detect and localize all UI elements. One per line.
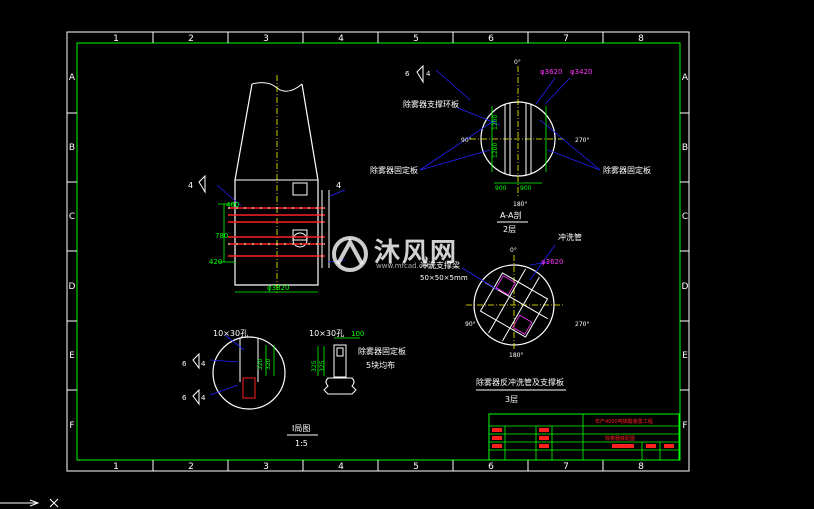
col-label: 6 — [488, 34, 494, 44]
section-mark: 4 — [336, 181, 341, 190]
company-name: 年产4000吨硫酸装置工程 — [595, 418, 653, 425]
row-label: C — [682, 212, 688, 222]
row-label: D — [69, 282, 76, 292]
angle-label: 270° — [575, 137, 589, 144]
callout-label: 冲洗支撑梁 — [420, 260, 460, 270]
col-label: 7 — [563, 462, 569, 472]
dim-label: 900 — [495, 185, 507, 192]
col-label: 5 — [413, 34, 419, 44]
view-sub: 3层 — [505, 395, 518, 404]
row-label: E — [69, 351, 75, 361]
dim-label: 900 — [520, 185, 532, 192]
ucs-icon — [0, 498, 59, 508]
col-label: 2 — [188, 462, 194, 472]
angle-label: 90° — [465, 321, 476, 328]
angle-label: 180° — [513, 201, 527, 208]
dim-label: 780 — [215, 232, 228, 240]
svg-text:6: 6 — [405, 70, 410, 78]
diameter-label: φ3620 — [540, 68, 562, 76]
row-label: F — [682, 421, 687, 431]
dim-label: 100 — [351, 330, 364, 338]
col-label: 1 — [113, 462, 119, 472]
zone-labels: 1 2 3 4 5 6 7 8 1 2 3 4 5 6 7 8 A B C D … — [69, 34, 689, 472]
detail-i-view: 10×30孔 320 320 6 4 6 4 I局图 1:5 — [182, 329, 318, 448]
col-label: 5 — [413, 462, 419, 472]
section-3-view: 0° 90° 180° 270° φ3620 冲洗管 冲洗支撑梁 50×50×5… — [420, 232, 589, 404]
view-caption: I局图 — [292, 424, 310, 433]
callout-label: 5块均布 — [366, 360, 395, 370]
col-label: 4 — [338, 462, 344, 472]
col-label: 3 — [263, 462, 269, 472]
col-label: 6 — [488, 462, 494, 472]
col-label: 7 — [563, 34, 569, 44]
front-view: 4 4 400 780 420 φ3820 — [188, 75, 346, 295]
angle-label: 0° — [514, 59, 521, 66]
col-label: 8 — [638, 34, 644, 44]
plate-detail-view: 10×30孔 100 325 325 除雾器固定板 5块均布 — [309, 329, 406, 395]
col-label: 2 — [188, 34, 194, 44]
view-caption: A-A剖 — [500, 210, 521, 220]
hole-note: 10×30孔 — [213, 329, 248, 338]
hole-note: 10×30孔 — [309, 329, 344, 338]
angle-label: 180° — [509, 352, 523, 359]
row-label: A — [69, 73, 76, 83]
dim-label: 1200 — [492, 115, 499, 130]
col-label: 1 — [113, 34, 119, 44]
callout-label: 除雾器固定板 — [358, 346, 406, 356]
row-label: C — [69, 212, 75, 222]
angle-label: 270° — [575, 321, 589, 328]
angle-label: 90° — [461, 137, 472, 144]
detail-mark: 6 — [182, 360, 187, 368]
view-caption: 除雾器反冲洗管及支撑板 — [476, 377, 564, 387]
svg-text:4: 4 — [426, 70, 431, 78]
diameter-label: φ3420 — [570, 68, 592, 76]
col-label: 4 — [338, 34, 344, 44]
view-sub: 2层 — [503, 225, 516, 234]
view-scale: 1:5 — [295, 439, 308, 448]
row-label: B — [69, 143, 75, 153]
dim-label: 325 — [311, 360, 318, 372]
inner-border — [76, 42, 681, 461]
callout-label: 50×50×5mm — [420, 274, 468, 282]
row-label: D — [682, 282, 689, 292]
dim-label: 320 — [265, 358, 272, 370]
section-mark: 4 — [188, 181, 193, 190]
zone-ticks — [67, 32, 689, 471]
col-label: 3 — [263, 34, 269, 44]
dim-label: 1200 — [492, 143, 499, 158]
callout-label: 除雾器固定板 — [370, 165, 418, 175]
dim-label: 325 — [319, 360, 326, 372]
row-label: F — [69, 421, 74, 431]
dim-label: φ3820 — [267, 284, 289, 292]
diameter-label: φ3620 — [541, 258, 563, 266]
callout-label: 冲洗管 — [558, 232, 582, 242]
callout-label: 除雾器固定板 — [603, 165, 651, 175]
section-aa-view: 0° 90° 180° 270° φ3620 φ3420 1200 1200 9… — [370, 59, 651, 234]
row-label: B — [682, 143, 688, 153]
row-label: A — [682, 73, 689, 83]
dim-label: 400 — [226, 201, 239, 209]
col-label: 8 — [638, 462, 644, 472]
title-block: 年产4000吨硫酸装置工程 除雾器装配图 — [488, 413, 680, 461]
callout-label: 除雾器支撑环板 — [403, 99, 459, 109]
detail-mark: 4 — [201, 394, 206, 402]
row-label: E — [682, 351, 688, 361]
detail-mark: 6 — [182, 394, 187, 402]
outer-frame — [66, 31, 690, 472]
dim-label: 420 — [209, 258, 222, 266]
drawing-name: 除雾器装配图 — [605, 435, 635, 442]
angle-label: 0° — [510, 247, 517, 254]
dim-label: 320 — [257, 358, 264, 370]
detail-mark: 4 — [201, 360, 206, 368]
